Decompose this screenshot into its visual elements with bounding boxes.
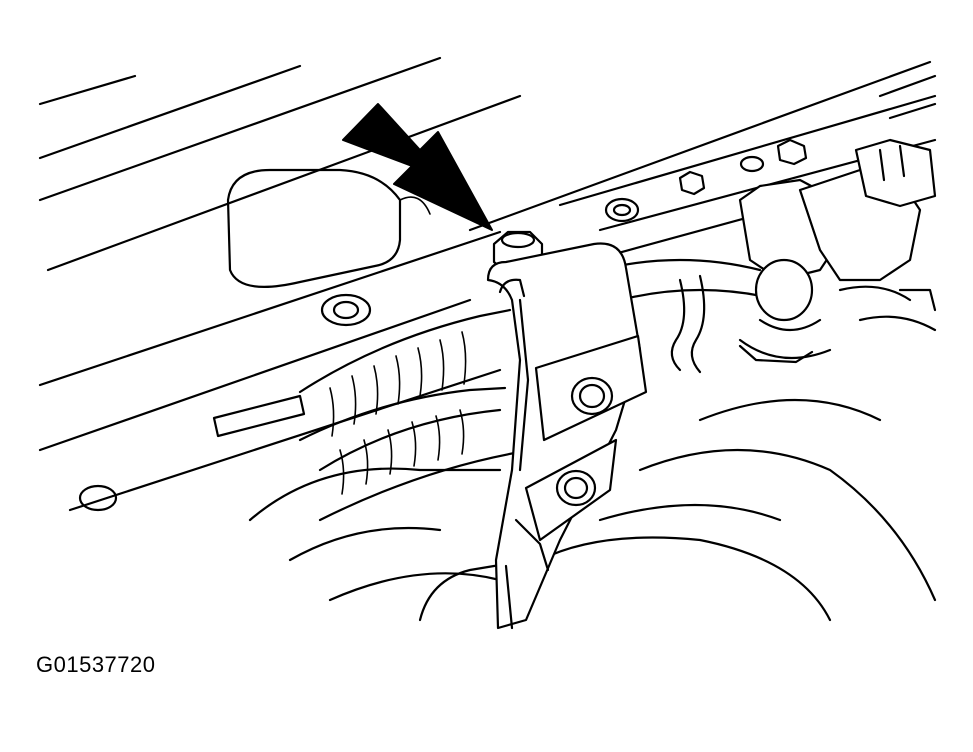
mounting-holes: [78, 155, 765, 512]
panel-strip: [212, 394, 306, 438]
harness-clip-bracket: [486, 242, 648, 630]
connector-assembly: [598, 138, 937, 374]
panel-outline-lines: [38, 56, 937, 512]
pointer-arrow: [342, 103, 493, 231]
panel-recess-line: [399, 196, 431, 215]
figure-id-label: G01537720: [36, 652, 156, 677]
panel-boss-outline: [226, 168, 402, 288]
rail-bolts: [678, 138, 808, 196]
wiring-harness: [298, 308, 522, 522]
lower-housing: [248, 398, 937, 622]
